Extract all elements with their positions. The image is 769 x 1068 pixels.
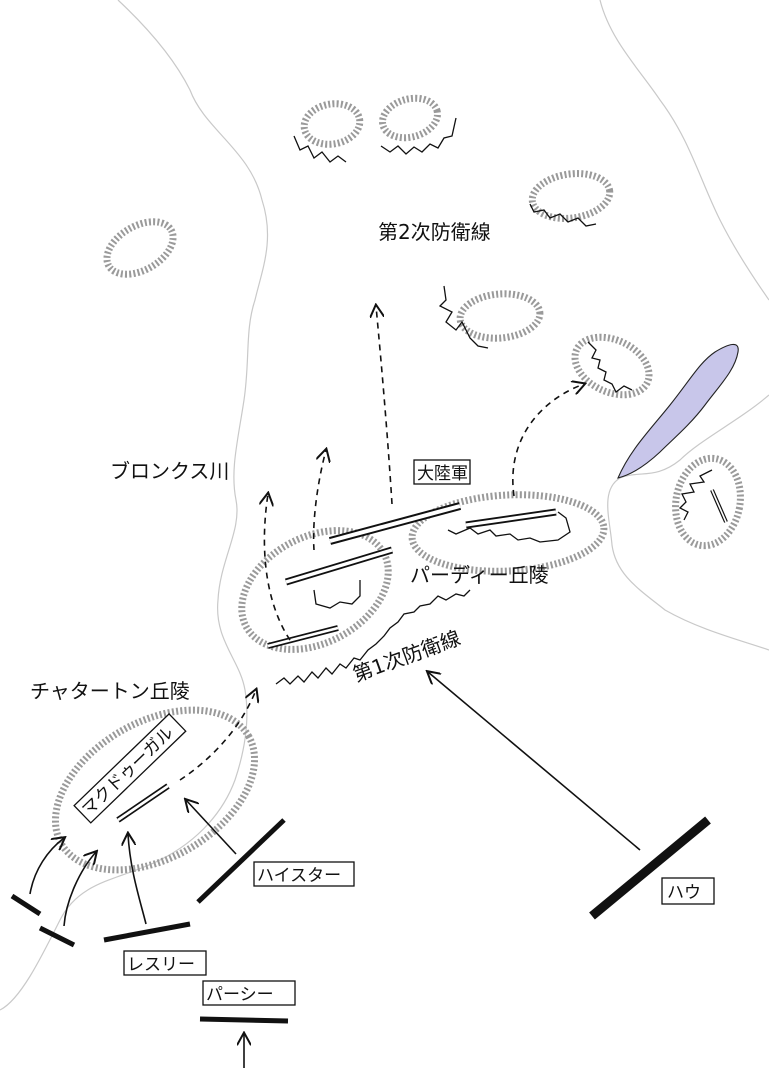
hill-ellipse [456, 290, 544, 342]
leslie-unit-bar [103, 921, 191, 943]
trench [529, 203, 597, 227]
leslie-attack-arrow [128, 834, 147, 925]
hill-ellipse [103, 218, 177, 278]
leslie-label-box [123, 950, 207, 976]
trench [678, 469, 713, 521]
shore-line-east [607, 394, 769, 651]
bronx-river-line [0, 0, 269, 1011]
continental-label: 大陸軍 [417, 464, 468, 484]
retreat-arrow [179, 690, 256, 781]
mcdougall-label-box [73, 712, 187, 824]
retreat-arrow [264, 494, 291, 641]
retreat-arrow [512, 384, 584, 497]
howe-label: ハウ [667, 883, 701, 903]
second-defence-line-label: 第2次防衛線 [378, 220, 491, 244]
hill-ellipse [528, 170, 614, 222]
percy-label-box [202, 980, 296, 1006]
howe-unit-bar [589, 816, 711, 920]
hill-ellipse [379, 94, 441, 142]
unit-bar [38, 925, 76, 948]
purdy-fortification [447, 511, 571, 543]
trench [587, 341, 633, 393]
chatterton-fortification [313, 580, 361, 609]
chatterton-hill-label: チャタートン丘陵 [30, 679, 190, 703]
lake [617, 343, 739, 479]
mcdougall-label-group: マクドゥーガル [73, 712, 187, 824]
mcdougall-hill-ellipse [51, 706, 259, 874]
howe-attack-arrow [428, 672, 641, 851]
first-line-trench [275, 589, 471, 685]
hill-ellipse [672, 454, 744, 550]
heister-label-box [253, 861, 355, 887]
bronx-river-label: ブロンクス川 [110, 459, 229, 483]
hill-ellipse [571, 333, 653, 399]
trench [380, 117, 457, 155]
unit-bar [10, 893, 42, 917]
heister-label: ハイスター [257, 866, 341, 886]
percy-label: パーシー [206, 985, 274, 1005]
retreat-arrow [376, 306, 393, 505]
howe-label-box [661, 877, 715, 905]
chatterton-hill-ellipse [238, 527, 392, 653]
mcdougall-label: マクドゥーガル [78, 723, 177, 820]
trench [438, 285, 489, 349]
heister-unit-bar [196, 818, 286, 904]
retreat-arrow [312, 450, 326, 551]
trench [293, 135, 347, 163]
hill-ellipse [300, 100, 364, 148]
percy-unit-bar [199, 1016, 289, 1024]
shore-line-north [599, 0, 769, 301]
heister-attack-arrow [186, 800, 237, 855]
first-defence-line-label: 第1次防衛線 [350, 626, 464, 687]
purdy-hill-ellipse [408, 491, 608, 575]
leslie-label: レスリー [127, 955, 195, 975]
attack-arrow [63, 852, 96, 927]
continental-label-box [413, 459, 471, 485]
attack-arrow [29, 838, 64, 895]
purdy-hill-label: パーディー丘陵 [410, 563, 549, 587]
